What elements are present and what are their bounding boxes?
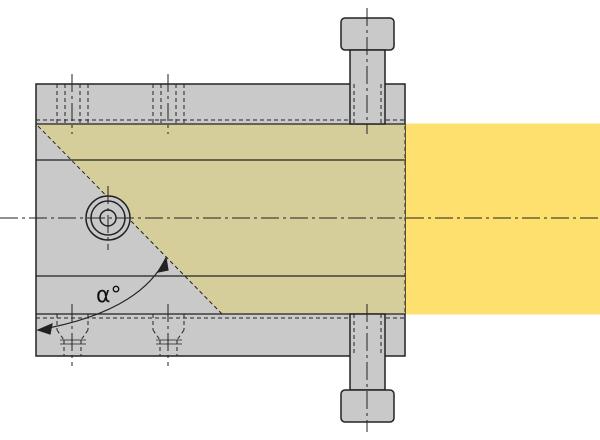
center-lines [0,8,600,432]
bottom-hole-hatch [60,339,182,345]
top-clamp-screw [340,17,395,125]
bottom-counterbore-holes [56,314,185,356]
bottom-screw-hidden-lines [353,314,382,356]
hidden-bore-lines [36,119,405,319]
workpiece-bar [404,123,600,315]
angle-label: α° [96,283,122,308]
angle-dimension [36,256,169,335]
